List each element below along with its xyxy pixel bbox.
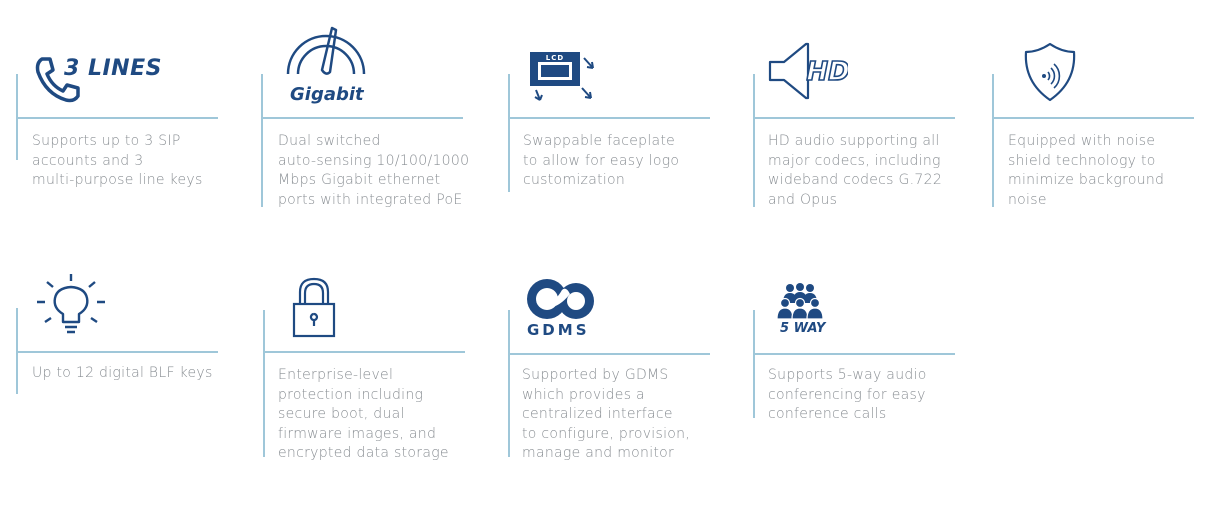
shield-icon xyxy=(1024,42,1076,102)
feature-description: Enterprise-level protection including se… xyxy=(278,367,449,461)
people-group-icon xyxy=(776,283,824,320)
divider-vertical xyxy=(508,310,510,457)
divider-horizontal xyxy=(753,353,955,355)
divider-vertical xyxy=(263,310,265,457)
feature-description: Supports 5-way audio conferencing for ea… xyxy=(768,367,927,422)
divider-horizontal xyxy=(16,351,218,353)
divider-horizontal xyxy=(992,117,1194,119)
divider-horizontal xyxy=(261,117,463,119)
feature-description: Equipped with noise shield technology to… xyxy=(1008,133,1165,208)
feature-description: Swappable faceplate to allow for easy lo… xyxy=(523,133,680,188)
badge-gigabit: Gigabit xyxy=(290,84,364,105)
svg-text:LCD: LCD xyxy=(546,54,564,62)
badge-3-lines: 3 LINES xyxy=(64,56,162,81)
divider-vertical xyxy=(753,310,755,418)
feature-description: Supported by GDMS which provides a centr… xyxy=(522,367,691,461)
divider-horizontal xyxy=(753,117,955,119)
divider-vertical xyxy=(508,74,510,192)
divider-vertical xyxy=(753,74,755,207)
hd-speaker-icon: HD xyxy=(768,42,848,100)
feature-description: HD audio supporting all major codecs, in… xyxy=(768,133,943,208)
feature-description: Dual switched auto-sensing 10/100/1000 M… xyxy=(278,133,470,208)
divider-vertical xyxy=(992,74,994,207)
lcd-faceplate-icon: LCD xyxy=(530,52,594,101)
light-bulb-icon xyxy=(37,274,105,334)
badge-gdms: GDMS xyxy=(527,321,590,339)
feature-description: Supports up to 3 SIP accounts and 3 mult… xyxy=(32,133,203,188)
padlock-icon xyxy=(292,277,336,338)
divider-horizontal xyxy=(263,351,465,353)
divider-horizontal xyxy=(508,353,710,355)
svg-text:HD: HD xyxy=(806,57,848,87)
divider-horizontal xyxy=(16,117,218,119)
gdms-cloud-icon xyxy=(527,279,594,319)
speedometer-icon xyxy=(286,26,366,75)
divider-vertical xyxy=(261,74,263,207)
feature-description: Up to 12 digital BLF keys xyxy=(32,365,213,381)
phone-icon xyxy=(35,57,80,103)
badge-5-way: 5 WAY xyxy=(780,321,826,336)
divider-horizontal xyxy=(508,117,710,119)
